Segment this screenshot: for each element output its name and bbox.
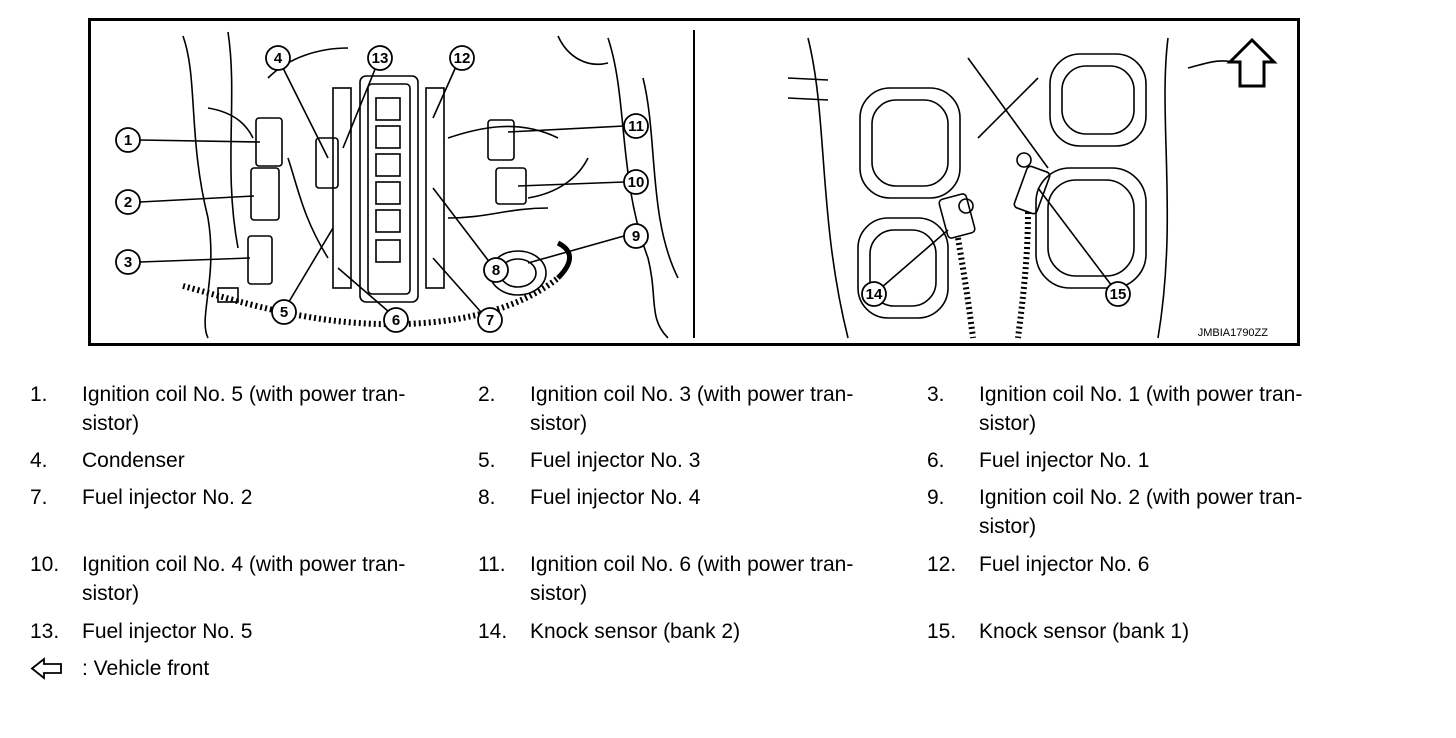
callout-6: 6: [383, 307, 409, 333]
legend-text: Fuel injector No. 5: [82, 620, 253, 643]
callout-3: 3: [115, 249, 141, 275]
legend-number: 13.: [30, 620, 60, 643]
callout-2: 2: [115, 189, 141, 215]
legend-text: Ignition coil No. 3 (with power tran-sis…: [530, 383, 854, 435]
svg-text:14: 14: [866, 286, 883, 303]
legend-number: 4.: [30, 449, 48, 472]
legend-text: Fuel injector No. 3: [530, 449, 701, 472]
legend-number: 11.: [478, 553, 506, 576]
legend-number: 7.: [30, 486, 48, 509]
legend-number: 1.: [30, 383, 48, 406]
engine-diagram-figure: JMBIA1790ZZ 1 2 3 4 5 6 7 8 9 10 11 12 1…: [88, 18, 1300, 346]
legend-text: Ignition coil No. 4 (with power tran-sis…: [82, 553, 406, 605]
svg-text:4: 4: [274, 50, 283, 67]
svg-text:3: 3: [124, 254, 132, 271]
left-engine-illustration: [139, 31, 679, 339]
callout-4: 4: [265, 45, 291, 71]
legend-number: 10.: [30, 553, 60, 576]
callout-8: 8: [483, 257, 509, 283]
legend-text: Ignition coil No. 6 (with power tran-sis…: [530, 553, 854, 605]
legend-number: 2.: [478, 383, 496, 406]
callout-14: 14: [861, 281, 887, 307]
callout-11: 11: [623, 113, 649, 139]
arrow-left-outline-icon: [30, 657, 62, 680]
vehicle-front-arrow-icon: [1226, 37, 1278, 88]
image-code: JMBIA1790ZZ: [1198, 327, 1269, 339]
svg-text:1: 1: [124, 132, 132, 149]
vehicle-front-label: : Vehicle front: [82, 657, 210, 680]
legend-number: 14.: [478, 620, 508, 643]
legend-number: 12.: [927, 553, 957, 576]
svg-text:12: 12: [454, 50, 471, 67]
callout-12: 12: [449, 45, 475, 71]
legend-text: Knock sensor (bank 2): [530, 620, 741, 643]
legend-number: 9.: [927, 486, 945, 509]
legend-text: Fuel injector No. 1: [979, 449, 1150, 472]
legend-text: Ignition coil No. 1 (with power tran-sis…: [979, 383, 1303, 435]
legend-text: Fuel injector No. 6: [979, 553, 1150, 576]
svg-text:11: 11: [628, 118, 644, 135]
svg-text:15: 15: [1110, 286, 1127, 303]
svg-text:7: 7: [486, 312, 494, 329]
svg-text:5: 5: [280, 304, 288, 321]
legend-number: 3.: [927, 383, 945, 406]
callout-7: 7: [477, 307, 503, 333]
legend-text: Fuel injector No. 2: [82, 486, 253, 509]
callout-1: 1: [115, 127, 141, 153]
svg-text:8: 8: [492, 262, 500, 279]
svg-text:13: 13: [372, 50, 389, 67]
callout-5: 5: [271, 299, 297, 325]
callout-9: 9: [623, 223, 649, 249]
callout-15: 15: [1105, 281, 1131, 307]
callouts: 1 2 3 4 5 6 7 8 9 10 11 12 13 14 15: [115, 45, 1131, 333]
svg-text:2: 2: [124, 194, 132, 211]
legend-text: Fuel injector No. 4: [530, 486, 701, 509]
legend-number: 5.: [478, 449, 496, 472]
legend-text: Condenser: [82, 449, 185, 472]
legend-text: Knock sensor (bank 1): [979, 620, 1190, 643]
legend-number: 6.: [927, 449, 945, 472]
callout-13: 13: [367, 45, 393, 71]
legend-number: 8.: [478, 486, 496, 509]
svg-text:6: 6: [392, 312, 400, 329]
legend-number: 15.: [927, 620, 957, 643]
legend-text: Ignition coil No. 5 (with power tran-sis…: [82, 383, 406, 435]
legend-text: Ignition coil No. 2 (with power tran-sis…: [979, 486, 1303, 538]
svg-text:10: 10: [628, 174, 645, 191]
callout-10: 10: [623, 169, 649, 195]
right-engine-illustration: [787, 37, 1278, 339]
svg-text:9: 9: [632, 228, 640, 245]
